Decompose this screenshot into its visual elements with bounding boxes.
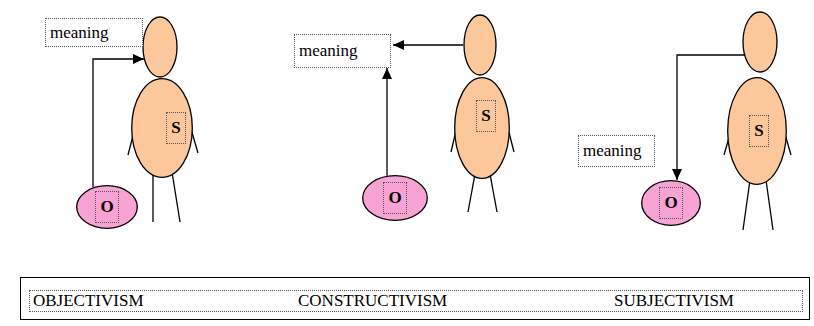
- person-leg: [490, 174, 497, 212]
- construction-arrow: [386, 68, 387, 176]
- person-head: [464, 15, 496, 75]
- node-label: S: [476, 100, 495, 132]
- node-label: O: [383, 182, 406, 214]
- ellipse-outline: [131, 78, 193, 178]
- person-leg: [468, 174, 475, 212]
- subject-body: S: [131, 78, 193, 178]
- person-leg: [152, 172, 153, 222]
- node-label: S: [749, 115, 768, 147]
- meaning-box: meaning: [578, 135, 655, 167]
- perception-arrow: [393, 44, 463, 45]
- object-ellipse: O: [641, 180, 701, 226]
- person-head: [143, 17, 177, 77]
- node-label: meaning: [299, 41, 358, 61]
- node-label: O: [95, 191, 118, 223]
- meaning-box: meaning: [294, 34, 391, 68]
- node-label: S: [166, 112, 185, 144]
- ellipse-outline: [454, 77, 510, 179]
- person-head: [743, 12, 777, 72]
- subject-body: S: [454, 77, 510, 179]
- node-label: CONSTRUCTIVISM: [298, 291, 447, 311]
- subject-body: S: [727, 77, 787, 185]
- node-label: O: [659, 187, 682, 219]
- object-ellipse: O: [76, 185, 138, 229]
- node-label: OBJECTIVISM: [33, 291, 144, 311]
- person-leg: [743, 180, 750, 230]
- person-leg: [766, 180, 773, 230]
- node-label: meaning: [583, 141, 642, 161]
- meaning-box: meaning: [45, 18, 143, 47]
- object-ellipse: O: [362, 175, 428, 221]
- person-leg: [172, 172, 180, 222]
- paradigm-band: OBJECTIVISM CONSTRUCTIVISM SUBJECTIVISM: [20, 277, 810, 320]
- node-label: meaning: [50, 23, 109, 43]
- node-label: SUBJECTIVISM: [614, 291, 734, 311]
